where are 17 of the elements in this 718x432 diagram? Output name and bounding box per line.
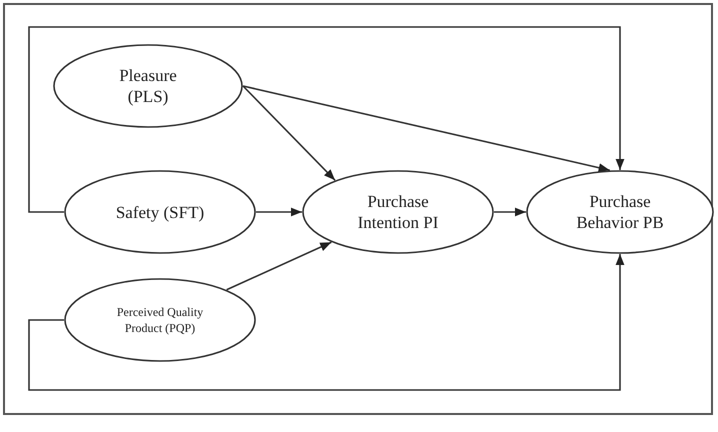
arrow	[28, 26, 624, 213]
arrow	[256, 208, 302, 216]
ellipse-node	[64, 170, 256, 254]
arrow	[226, 242, 332, 290]
arrow	[28, 254, 624, 391]
node-label: Safety (SFT)	[115, 202, 205, 222]
ellipse-node	[526, 170, 714, 254]
ellipse-node	[64, 278, 256, 362]
node-label: Pleasure (PLS)	[118, 65, 178, 107]
arrow	[242, 85, 610, 172]
arrow	[242, 85, 336, 181]
ellipse-node	[53, 44, 243, 128]
node-label: Perceived Quality Product (PQP)	[116, 304, 204, 336]
arrow	[494, 208, 526, 216]
node-label: Purchase Behavior PB	[575, 191, 665, 233]
ellipse-node	[302, 170, 494, 254]
node-label: Purchase Intention PI	[356, 191, 440, 233]
